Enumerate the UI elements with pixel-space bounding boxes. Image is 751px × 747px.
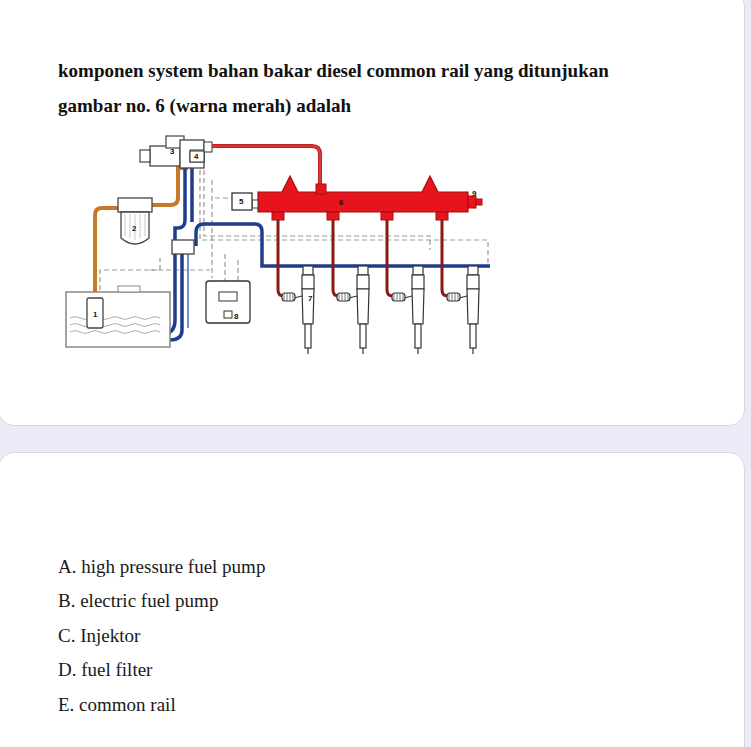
callout-number: 4 <box>194 152 198 161</box>
high-pressure-pump <box>140 136 212 168</box>
injector <box>337 266 369 354</box>
ecu-box <box>206 281 250 323</box>
answer-option: E. common rail <box>58 694 176 716</box>
manifold-block <box>172 240 194 254</box>
answer-option: C. Injektor <box>58 625 140 647</box>
return-line <box>150 168 490 340</box>
fuel-filter <box>118 198 152 244</box>
ecu-socket <box>224 311 232 318</box>
callout-number: 5 <box>239 197 243 206</box>
common-rail <box>252 176 482 220</box>
high-pressure-line-shine <box>212 146 320 186</box>
callout-number: 6 <box>339 198 343 207</box>
fuel-tank <box>66 286 170 347</box>
injector <box>447 266 479 354</box>
callout-number: 3 <box>170 147 174 156</box>
ecu-window <box>219 292 237 301</box>
answer-option: A. high pressure fuel pump <box>58 556 265 578</box>
return-line-light <box>187 245 189 328</box>
question-text: komponen system bahan bakar diesel commo… <box>58 53 668 123</box>
callout-number: 9 <box>472 189 476 198</box>
valve-box <box>190 151 204 162</box>
wiring-harness <box>100 170 488 290</box>
callout-number: 7 <box>308 294 312 303</box>
injector <box>282 266 314 354</box>
answer-option: B. electric fuel pump <box>58 590 218 612</box>
high-pressure-line <box>212 146 320 186</box>
answer-option: D. fuel filter <box>58 659 152 681</box>
injector <box>392 266 424 354</box>
pressure-sensor-box <box>232 193 252 210</box>
callout-number: 8 <box>234 312 238 321</box>
callout-number: 2 <box>132 224 136 233</box>
callout-number: 1 <box>93 310 97 319</box>
